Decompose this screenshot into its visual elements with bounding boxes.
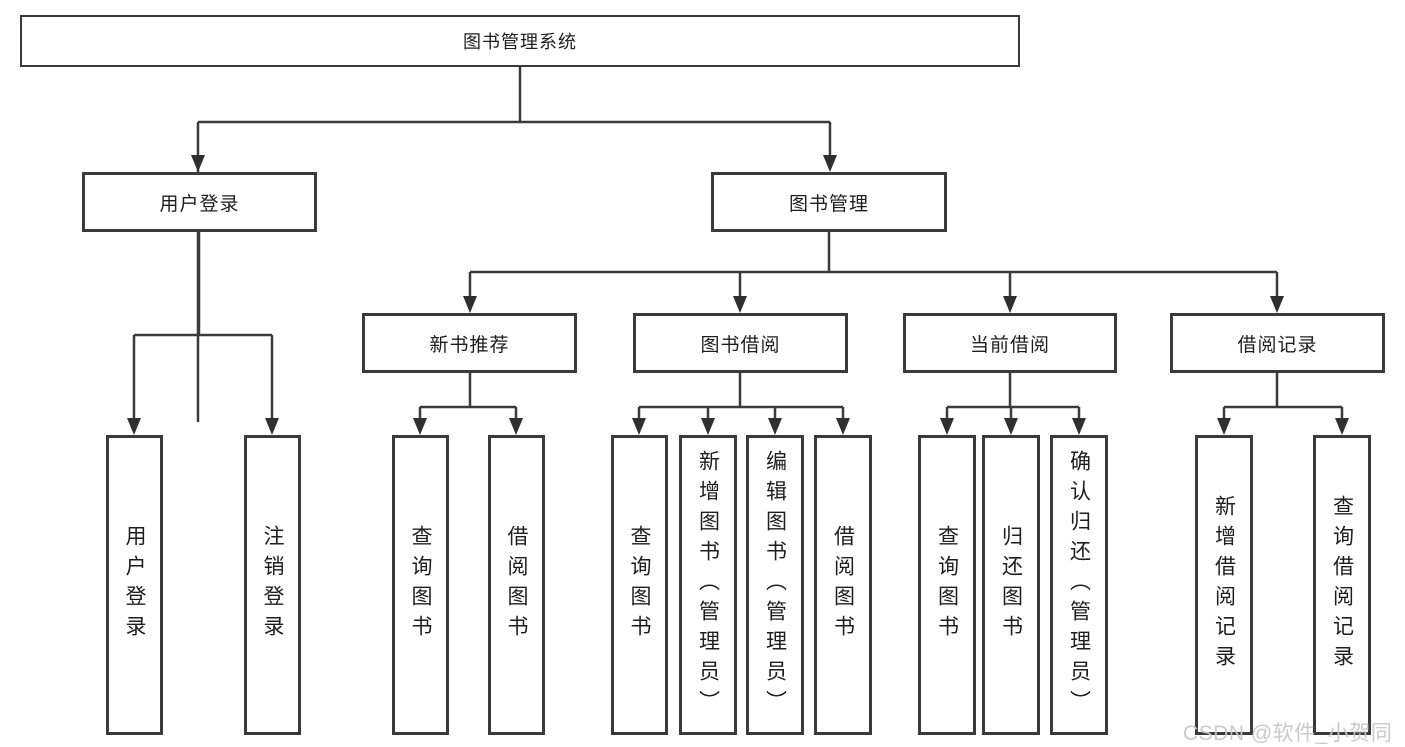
connector-book-borrow-to-children xyxy=(637,372,845,423)
node-leaf-logout: 注销登录 xyxy=(244,435,301,735)
node-borrow-records: 借阅记录 xyxy=(1170,313,1385,373)
arrowheads xyxy=(127,155,1349,435)
node-book-management-module: 图书管理 xyxy=(711,172,947,232)
node-leaf-add-borrow-record: 新增借阅记录 xyxy=(1195,435,1253,735)
csdn-watermark: CSDN @软件_小贺同学 xyxy=(1183,722,1393,745)
arrowhead xyxy=(823,155,837,172)
node-book-borrow: 图书借阅 xyxy=(633,313,848,373)
arrowhead xyxy=(265,418,279,435)
node-user-login-module: 用户登录 xyxy=(82,172,317,232)
connector-book-management-to-level2 xyxy=(468,231,1279,301)
node-leaf-query-books-recommend: 查询图书 xyxy=(392,435,449,735)
arrowhead xyxy=(413,418,427,435)
node-leaf-borrow-books-recommend: 借阅图书 xyxy=(488,435,545,735)
arrowhead xyxy=(1335,418,1349,435)
arrowhead xyxy=(768,418,782,435)
arrowhead xyxy=(127,418,141,435)
arrowhead xyxy=(701,418,715,435)
arrowhead xyxy=(1004,418,1018,435)
connector-new-book-recommend-to-children xyxy=(418,372,518,423)
node-leaf-query-borrow-record: 查询借阅记录 xyxy=(1313,435,1371,735)
arrowhead xyxy=(191,155,205,172)
arrowhead xyxy=(836,418,850,435)
node-leaf-query-books-current: 查询图书 xyxy=(918,435,976,735)
arrowhead xyxy=(1217,418,1231,435)
node-book-management-system: 图书管理系统 xyxy=(20,15,1020,67)
node-leaf-confirm-return-admin: 确认归还（管理员） xyxy=(1050,435,1108,735)
arrowhead xyxy=(632,418,646,435)
node-leaf-borrow-books: 借阅图书 xyxy=(814,435,872,735)
node-leaf-query-books-borrow: 查询图书 xyxy=(611,435,668,735)
arrowhead xyxy=(1003,296,1017,313)
arrowhead xyxy=(509,418,523,435)
node-leaf-user-login: 用户登录 xyxy=(106,435,163,735)
node-leaf-edit-books-admin: 编辑图书（管理员） xyxy=(746,435,804,735)
connector-current-borrow-to-children xyxy=(945,372,1081,423)
node-leaf-return-books: 归还图书 xyxy=(982,435,1040,735)
connector-borrow-records-to-children xyxy=(1222,372,1344,423)
node-leaf-add-books-admin: 新增图书（管理员） xyxy=(679,435,737,735)
arrowhead xyxy=(940,418,954,435)
connector-root-to-level1 xyxy=(196,67,832,422)
node-new-book-recommend: 新书推荐 xyxy=(362,313,577,373)
arrowhead xyxy=(1072,418,1086,435)
connector-user-login-to-children xyxy=(132,231,274,423)
arrowhead xyxy=(463,296,477,313)
arrowhead xyxy=(733,296,747,313)
node-current-borrow: 当前借阅 xyxy=(903,313,1117,373)
arrowhead xyxy=(1270,296,1284,313)
